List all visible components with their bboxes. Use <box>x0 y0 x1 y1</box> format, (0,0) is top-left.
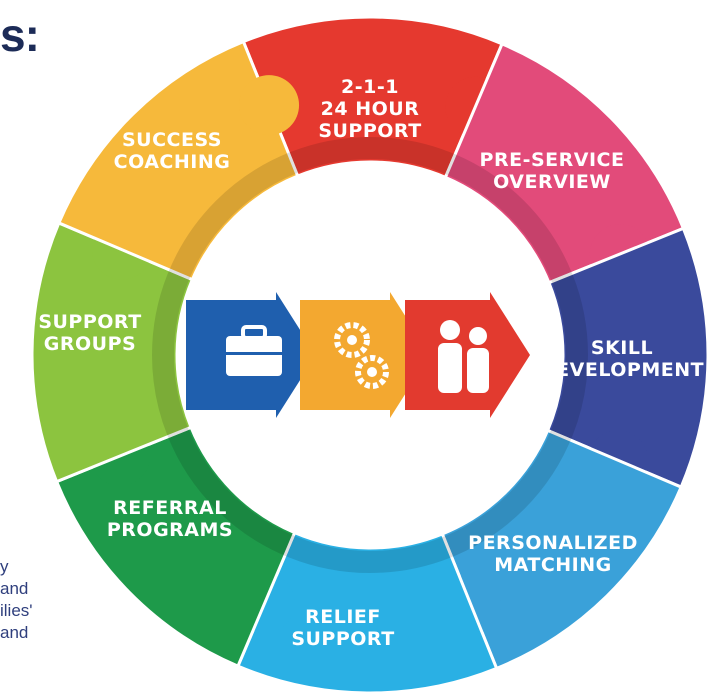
people-icon <box>438 320 489 393</box>
piece-label-line: REFERRAL <box>113 497 227 519</box>
piece-label-line: PRE-SERVICE <box>480 149 625 171</box>
center-arrows-graphic <box>186 292 530 418</box>
piece-label-line: SUPPORT <box>291 628 394 650</box>
body-text-line: y <box>0 557 9 576</box>
piece-label-line: COACHING <box>114 151 231 173</box>
puzzle-knob-success <box>239 75 300 136</box>
heading-fragment: s: <box>0 9 40 61</box>
piece-label-line: SKILL <box>591 337 653 359</box>
puzzle-ring <box>30 15 710 695</box>
piece-label-line: DEVELOPMENT <box>540 359 704 381</box>
piece-label-line: PROGRAMS <box>107 519 233 541</box>
piece-label-line: 24 HOUR <box>321 98 420 120</box>
gears-icon <box>334 322 389 389</box>
body-text-line: ilies' <box>0 601 33 620</box>
piece-label-line: OVERVIEW <box>493 171 611 193</box>
center-arrow <box>300 292 430 418</box>
piece-label-line: SUPPORT <box>38 311 141 333</box>
inner-shade-ring <box>152 137 588 573</box>
briefcase-icon <box>226 325 282 376</box>
piece-label-line: PERSONALIZED <box>468 532 638 554</box>
body-text-line: and <box>0 579 29 598</box>
piece-label-line: RELIEF <box>305 606 381 628</box>
piece-label-line: SUCCESS <box>122 129 222 151</box>
piece-label-line: SUPPORT <box>318 120 421 142</box>
piece-label-line: MATCHING <box>494 554 612 576</box>
piece-label-line: GROUPS <box>44 333 136 355</box>
body-text-fragment: y and ilies' and <box>0 556 33 644</box>
piece-label-line: 2-1-1 <box>341 76 399 98</box>
body-text-line: and <box>0 623 29 642</box>
